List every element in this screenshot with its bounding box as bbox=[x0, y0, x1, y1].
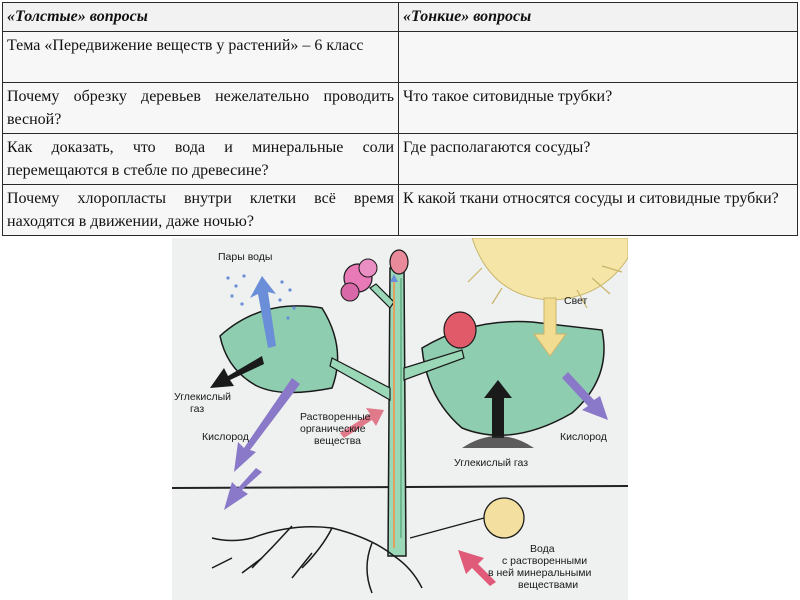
arrow-oxygen-left bbox=[234, 378, 300, 472]
table-header-row: «Толстые» вопросы «Тонкие» вопросы bbox=[2, 2, 798, 32]
label-water-4: веществами bbox=[518, 579, 578, 591]
sun-rays bbox=[467, 265, 623, 309]
roots bbox=[211, 525, 423, 594]
cell-thick-question: Почему хлоропласты внутри клетки всё вре… bbox=[2, 184, 399, 236]
label-oxygen-right: Кислород bbox=[560, 431, 607, 443]
cell-thick-question: Почему обрезку деревьев нежелательно про… bbox=[2, 82, 399, 134]
berry-icon bbox=[443, 311, 477, 349]
cell-thin-question: Что такое ситовидные трубки? bbox=[398, 82, 798, 134]
water-bulb bbox=[483, 497, 525, 539]
table-row: Почему хлоропласты внутри клетки всё вре… bbox=[2, 184, 798, 236]
leaf-left bbox=[219, 305, 339, 394]
arrow-organic bbox=[340, 408, 384, 438]
bulb-stalk bbox=[409, 517, 485, 539]
label-organic-3: вещества bbox=[314, 435, 361, 447]
label-water-vapor: Пары воды bbox=[218, 251, 272, 263]
label-oxygen-left: Кислород bbox=[202, 431, 249, 443]
label-organic-1: Растворенные bbox=[300, 411, 371, 423]
arrow-water-vapor bbox=[250, 276, 276, 348]
cell-empty bbox=[398, 31, 798, 83]
table-row: Тема «Передвижение веществ у растений» –… bbox=[2, 31, 798, 83]
arrow-oxygen-right bbox=[562, 372, 608, 420]
arrow-co2-bottom bbox=[462, 380, 534, 448]
cell-thin-question: К какой ткани относятся сосуды и ситовид… bbox=[398, 184, 798, 236]
branch-left bbox=[329, 357, 391, 402]
flower-icon bbox=[340, 258, 378, 302]
questions-table: «Толстые» вопросы «Тонкие» вопросы Тема … bbox=[2, 2, 798, 236]
label-co2-left-1: Углекислый bbox=[174, 391, 231, 403]
arrow-oxygen-left-lower bbox=[224, 468, 262, 510]
cell-thick-question: Как доказать, что вода и минеральные сол… bbox=[2, 133, 399, 185]
label-light: Свет bbox=[564, 295, 588, 307]
label-water-1: Вода bbox=[530, 543, 555, 555]
label-water-2: с растворенными bbox=[502, 555, 587, 567]
label-co2-bottom: Углекислый газ bbox=[454, 457, 528, 469]
label-organic-2: органические bbox=[300, 423, 366, 435]
plant-transport-diagram: Пары воды Свет Углекислый газ Кислород Р… bbox=[172, 238, 628, 600]
header-thick-questions: «Толстые» вопросы bbox=[2, 2, 399, 32]
header-thin-questions: «Тонкие» вопросы bbox=[398, 2, 798, 32]
cell-thin-question: Где располагаются сосуды? bbox=[398, 133, 798, 185]
arrow-co2-in-left bbox=[210, 356, 264, 388]
label-co2-left-2: газ bbox=[190, 403, 204, 415]
plant-stem bbox=[387, 267, 407, 557]
arrow-water-in bbox=[458, 550, 496, 586]
table-row: Как доказать, что вода и минеральные сол… bbox=[2, 133, 798, 185]
bud-icon bbox=[389, 249, 409, 275]
branch-right bbox=[403, 349, 465, 381]
vapor-dots bbox=[226, 274, 296, 320]
cell-topic: Тема «Передвижение веществ у растений» –… bbox=[2, 31, 399, 83]
leaf-right bbox=[421, 320, 605, 437]
label-water-3: в ней минеральными bbox=[488, 567, 591, 579]
branch-flower bbox=[369, 283, 395, 309]
arrow-light bbox=[533, 297, 567, 357]
table-row: Почему обрезку деревьев нежелательно про… bbox=[2, 82, 798, 134]
